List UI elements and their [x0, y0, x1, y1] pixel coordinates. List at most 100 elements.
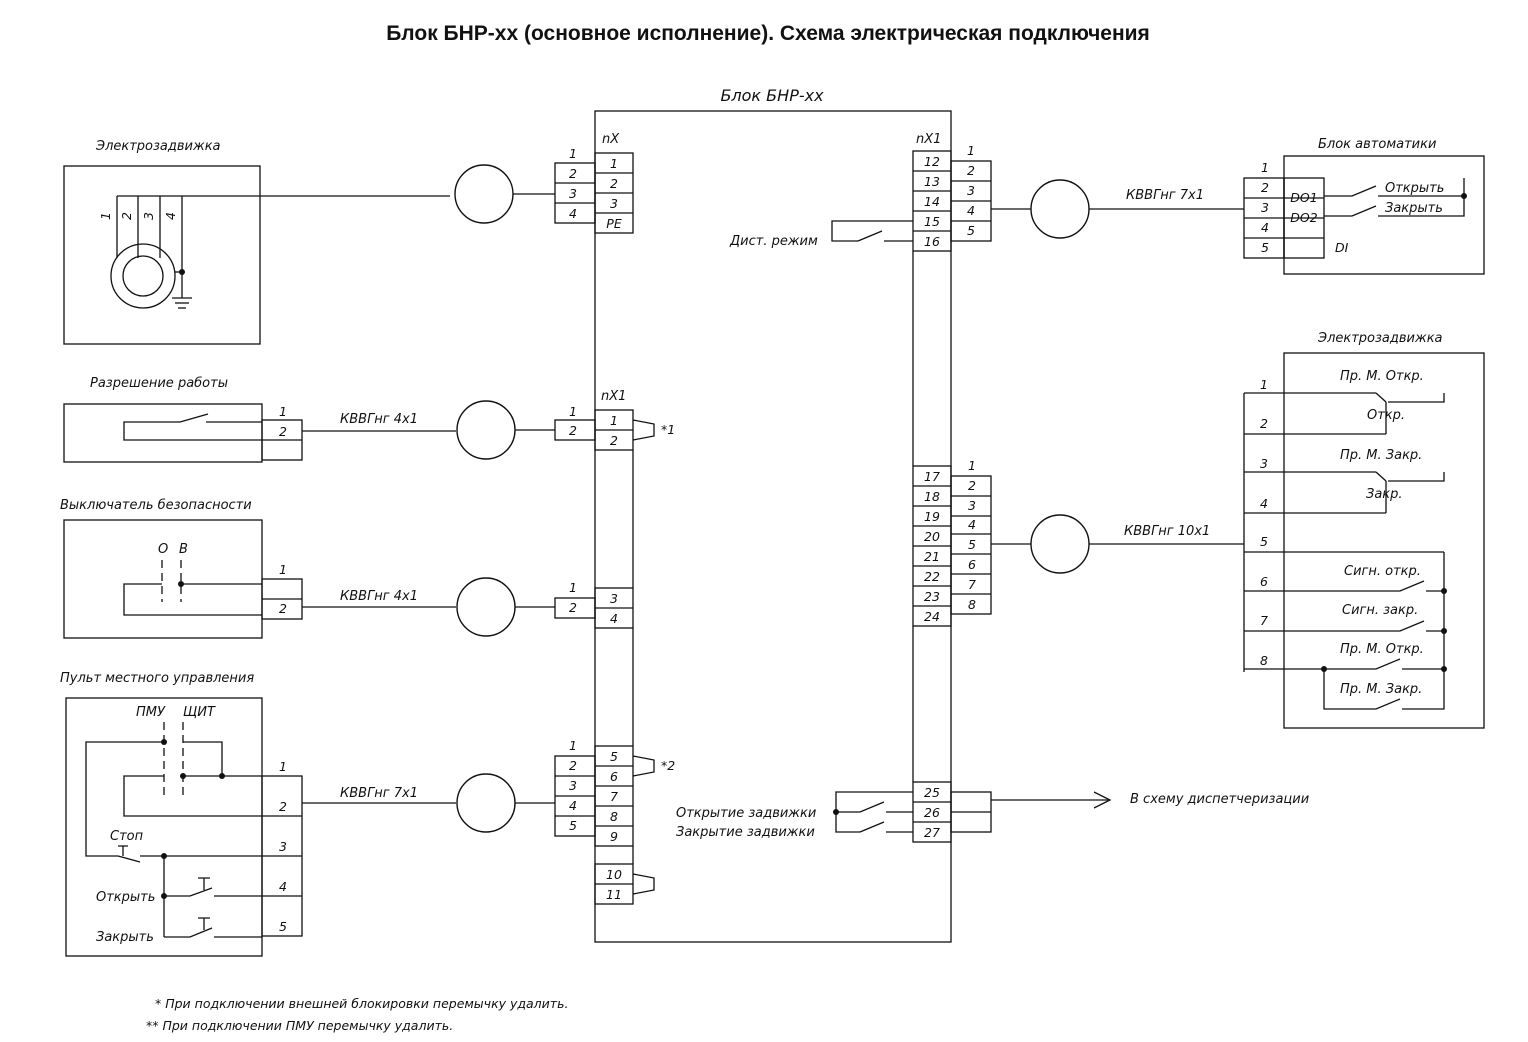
svg-text:2: 2 — [1260, 416, 1268, 431]
jumper-3 — [632, 873, 655, 895]
svg-text:17: 17 — [924, 469, 940, 484]
svg-text:8: 8 — [1260, 653, 1268, 668]
automation-cable: КВВГнг 7х1 — [1126, 188, 1204, 203]
svg-text:21: 21 — [924, 549, 940, 564]
device-permit: Разрешение работы 1 2 КВВГнг 4х1 — [63, 376, 456, 463]
automation-title: Блок автоматики — [1318, 137, 1436, 152]
svg-text:2: 2 — [967, 163, 975, 178]
svg-text:23: 23 — [924, 589, 940, 604]
svg-text:1: 1 — [967, 143, 975, 158]
terminal-label: 3 — [610, 591, 618, 606]
svg-text:2: 2 — [279, 424, 287, 439]
svg-text:4: 4 — [569, 798, 577, 813]
valve-title: Электрозадвижка — [1317, 331, 1443, 346]
permit-cable: КВВГнг 4х1 — [340, 412, 418, 427]
to-dispatch-label: В схему диспетчеризации — [1130, 792, 1309, 807]
svg-text:Пр. М. Закр.: Пр. М. Закр. — [1340, 682, 1422, 697]
dispatch-contacts: Открытие задвижки Закрытие задвижки В сх… — [676, 791, 1309, 840]
svg-text:7: 7 — [1260, 613, 1268, 628]
svg-text:18: 18 — [924, 489, 940, 504]
terminal-label: 1 — [610, 413, 618, 428]
note-1: * При подключении внешней блокировки пер… — [155, 996, 568, 1011]
svg-text:1: 1 — [569, 404, 577, 419]
terminal-label: 6 — [610, 769, 618, 784]
cable-gland — [1030, 514, 1090, 574]
terminal-label: 7 — [610, 789, 618, 804]
svg-text:15: 15 — [924, 214, 940, 229]
valve-block: 1 2 3 4 5 6 7 8 КВВГнг 10х1 Электрозадви… — [950, 331, 1485, 729]
svg-text:13: 13 — [924, 174, 940, 189]
svg-text:5: 5 — [968, 537, 976, 552]
svg-text:5: 5 — [279, 919, 287, 934]
svg-text:3: 3 — [141, 212, 156, 220]
svg-text:4: 4 — [569, 206, 577, 221]
svg-text:В: В — [179, 542, 188, 557]
terminal-label: 2 — [610, 433, 618, 448]
cable-gland — [1030, 179, 1090, 239]
automation-block: 1 2 3 4 5 КВВГнг 7х1 Блок автоматики 1 2… — [950, 137, 1485, 275]
svg-text:26: 26 — [924, 805, 940, 820]
svg-text:7: 7 — [968, 577, 976, 592]
terminal-label: 9 — [610, 829, 618, 844]
svg-text:Стоп: Стоп — [110, 829, 144, 844]
svg-text:24: 24 — [924, 609, 940, 624]
svg-text:4: 4 — [1260, 496, 1268, 511]
safety-cable: КВВГнг 4х1 — [340, 589, 418, 604]
block-title: Блок БНР-хх — [720, 86, 824, 105]
motor-title: Электрозадвижка — [95, 139, 221, 154]
terminal-label: PE — [606, 216, 622, 231]
svg-text:6: 6 — [968, 557, 976, 572]
terminal-label: 8 — [610, 809, 618, 824]
cable-gland — [456, 773, 516, 833]
local-panel-cable: КВВГнг 7х1 — [340, 786, 418, 801]
svg-text:2: 2 — [968, 478, 976, 493]
terminal-strip-nx1-right: 12 13 14 15 16 17 18 19 20 21 22 23 24 2… — [912, 150, 952, 843]
svg-text:14: 14 — [924, 194, 940, 209]
svg-text:DO2: DO2 — [1290, 210, 1317, 225]
svg-text:Сигн. откр.: Сигн. откр. — [1344, 564, 1421, 579]
device-motor: Электрозадвижка 1 2 3 4 — [63, 139, 450, 345]
terminal-label: 3 — [610, 196, 618, 211]
svg-text:3: 3 — [1261, 200, 1269, 215]
svg-text:3: 3 — [569, 186, 577, 201]
terminal-label: 11 — [606, 887, 622, 902]
terminal-strip-external-nx: 1 2 3 4 — [554, 146, 596, 224]
svg-text:Пр. М. Откр.: Пр. М. Откр. — [1340, 642, 1424, 657]
terminal-strip-nx: 1 2 3 PE — [594, 152, 634, 234]
svg-text:Открыть: Открыть — [1385, 181, 1444, 196]
svg-text:Дист. режим: Дист. режим — [729, 234, 818, 249]
svg-text:1: 1 — [1261, 160, 1269, 175]
device-safety-switch: Выключатель безопасности О В 1 2 КВВГнг … — [60, 498, 456, 639]
svg-text:Открытие задвижки: Открытие задвижки — [676, 806, 816, 821]
svg-text:3: 3 — [1260, 456, 1268, 471]
connector-nx1-right-label: nX1 — [916, 132, 941, 147]
svg-text:1: 1 — [569, 738, 577, 753]
terminal-label: 5 — [610, 749, 618, 764]
svg-text:1: 1 — [98, 212, 113, 220]
svg-text:3: 3 — [279, 839, 287, 854]
terminal-strip-nx1-left: 1 2 3 4 5 6 7 8 9 10 11 — [594, 409, 634, 905]
permit-title: Разрешение работы — [90, 376, 228, 391]
svg-text:Закрыть: Закрыть — [1385, 201, 1443, 216]
terminal-strip-external-local: 1 2 3 4 5 — [554, 738, 596, 837]
jumper-1: *1 — [632, 419, 675, 441]
svg-text:4: 4 — [163, 212, 178, 220]
svg-text:3: 3 — [967, 183, 975, 198]
svg-text:5: 5 — [1261, 240, 1269, 255]
local-panel-title: Пульт местного управления — [60, 671, 254, 686]
svg-text:25: 25 — [924, 785, 940, 800]
svg-text:Закрытие задвижки: Закрытие задвижки — [676, 825, 815, 840]
svg-text:1: 1 — [279, 759, 287, 774]
svg-text:*1: *1 — [661, 422, 675, 437]
svg-text:2: 2 — [569, 166, 577, 181]
cable-gland — [456, 577, 516, 637]
svg-text:Сигн. закр.: Сигн. закр. — [1342, 603, 1418, 618]
terminal-label: 4 — [610, 611, 618, 626]
svg-text:4: 4 — [967, 203, 975, 218]
svg-text:Пр. М. Откр.: Пр. М. Откр. — [1340, 369, 1424, 384]
connector-nx1-left-label: nX1 — [601, 389, 626, 404]
svg-text:1: 1 — [968, 458, 976, 473]
svg-text:1: 1 — [569, 146, 577, 161]
svg-text:Закрыть: Закрыть — [96, 930, 154, 945]
